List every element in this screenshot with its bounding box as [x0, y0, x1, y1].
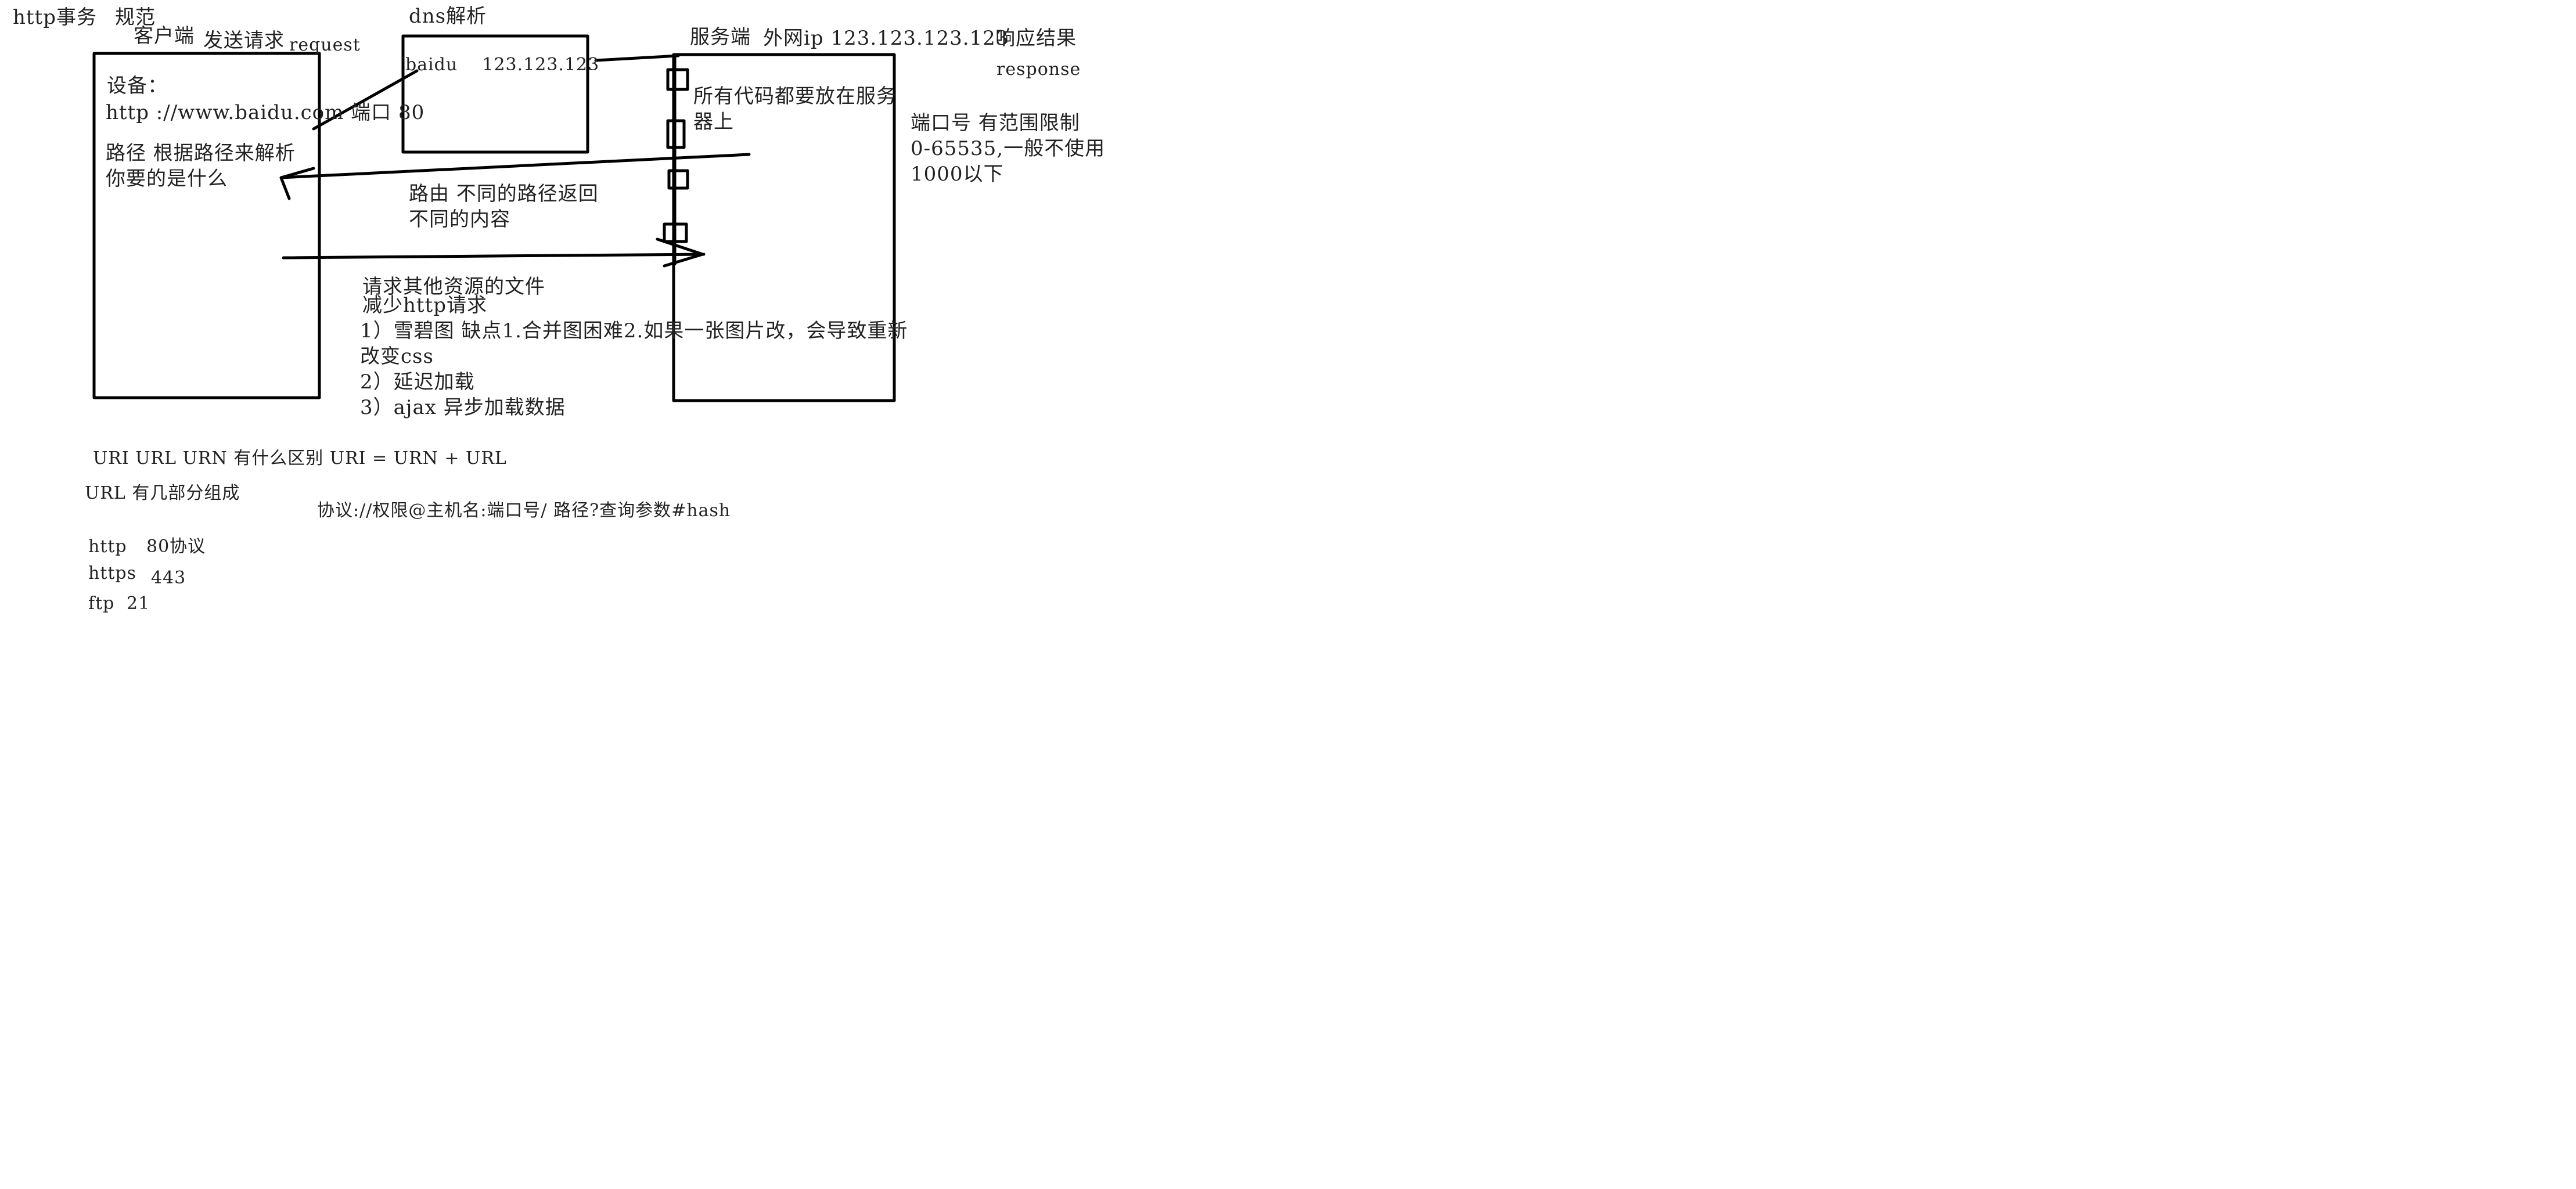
- client-box: [92, 52, 321, 399]
- port-note-line2: 0-65535,一般不使用: [911, 137, 1106, 160]
- server-title: 服务端: [690, 26, 751, 49]
- dns-to-server-line: [594, 54, 680, 62]
- resources-line5: 2）延迟加载: [360, 370, 475, 394]
- routing-line2: 不同的内容: [409, 208, 510, 231]
- norm-label: 规范: [115, 6, 156, 29]
- response-arrow-line: [279, 153, 751, 179]
- response-arrowhead: [279, 167, 315, 200]
- request-arrowhead: [656, 237, 704, 268]
- topic-label: http事务: [13, 6, 97, 29]
- protocol-name: http: [88, 536, 127, 557]
- port-note-line3: 1000以下: [911, 163, 1004, 186]
- resources-line3: 1）雪碧图 缺点1.合并图困难2.如果一张图片改，会导致重新: [360, 319, 908, 343]
- dns-box: [401, 34, 589, 154]
- resources-line1: 请求其他资源的文件: [362, 275, 545, 298]
- send-request-label: 发送请求: [203, 29, 285, 52]
- client-to-dns-line: [312, 69, 419, 131]
- port-square: [666, 119, 686, 149]
- port-note-line1: 端口号 有范围限制: [911, 111, 1080, 135]
- code-note: 所有代码都要放在服务器上: [693, 85, 897, 134]
- request-label: request: [289, 35, 361, 55]
- resources-line2: 减少http请求: [362, 294, 487, 317]
- client-url: http ://www.baidu.com 端口 80: [106, 101, 425, 124]
- routing-line1: 路由 不同的路径返回: [409, 182, 599, 206]
- url-parts-label: URL 有几部分组成: [85, 483, 240, 503]
- protocol-port: 80协议: [146, 536, 206, 557]
- resources-line6: 3）ajax 异步加载数据: [360, 396, 566, 419]
- uri-diff-note: URI URL URN 有什么区别 URI = URN + URL: [93, 448, 507, 469]
- protocol-name: ftp: [88, 593, 115, 614]
- protocol-port: 443: [151, 568, 186, 588]
- request-arrow-line: [282, 253, 706, 260]
- port-square: [663, 222, 688, 243]
- response-result-label: 响应结果: [995, 27, 1077, 50]
- resources-line4: 改变css: [360, 345, 434, 368]
- dns-title: dns解析: [409, 5, 487, 28]
- server-ip: 外网ip 123.123.123.123: [763, 27, 1009, 50]
- path-note: 路径 根据路径来解析你要的是什么: [106, 142, 296, 190]
- port-square: [666, 68, 689, 91]
- dns-entry: baidu 123.123.123: [405, 55, 600, 75]
- protocol-port: 21: [127, 593, 150, 614]
- url-format: 协议://权限@主机名:端口号/ 路径?查询参数#hash: [317, 500, 731, 521]
- response-label: response: [996, 59, 1081, 80]
- device-label: 设备：: [107, 74, 168, 98]
- protocol-name: https: [88, 563, 137, 583]
- client-title: 客户端: [134, 24, 195, 48]
- port-square: [667, 169, 689, 190]
